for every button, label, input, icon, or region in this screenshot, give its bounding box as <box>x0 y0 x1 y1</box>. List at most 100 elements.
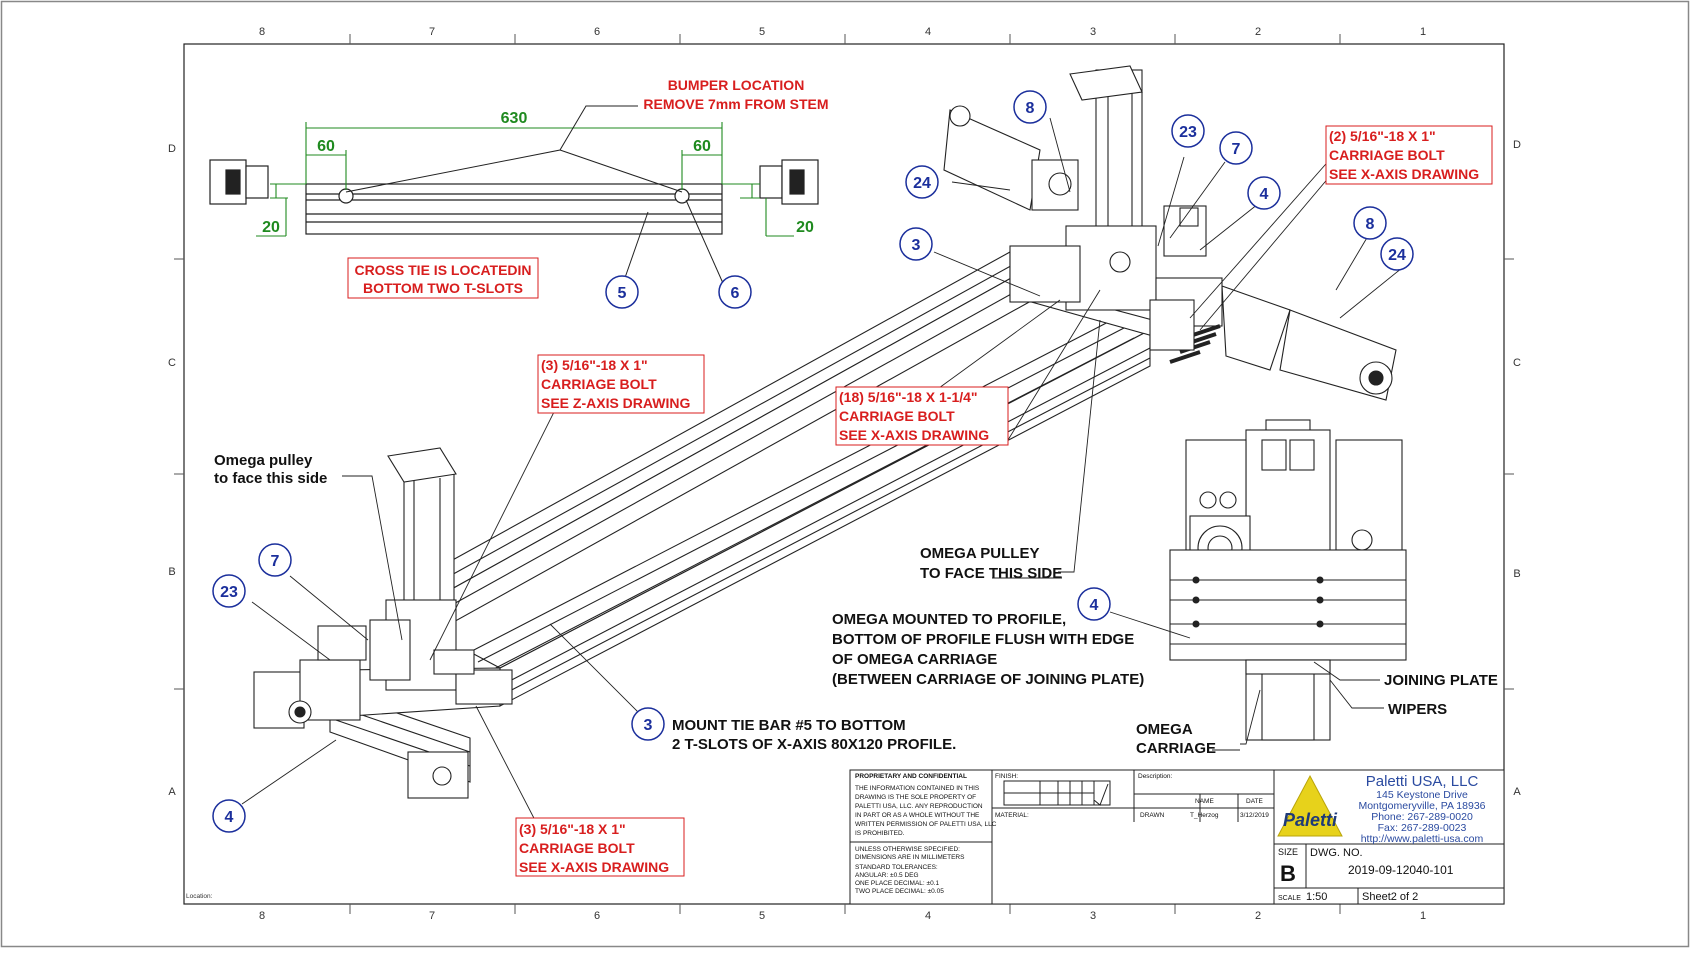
note-carriage-2-line-2: CARRIAGE BOLT <box>1329 147 1445 163</box>
tb-tolerance-title-1: UNLESS OTHERWISE SPECIFIED: <box>855 846 960 853</box>
dim-height-left-label: 20 <box>262 219 280 236</box>
title-block <box>849 769 1505 905</box>
dim-overall-label: 630 <box>501 110 528 127</box>
tb-proprietary-2: DRAWING IS THE SOLE PROPERTY OF <box>855 794 976 801</box>
balloon-4-left: 4 <box>225 809 234 826</box>
tb-sheet: Sheet2 of 2 <box>1362 891 1418 903</box>
tb-dwg-no-label: DWG. NO. <box>1310 847 1363 859</box>
tb-size-value: B <box>1280 861 1296 886</box>
note-mount-tie-1: MOUNT TIE BAR #5 TO BOTTOM <box>672 717 906 734</box>
tb-address-1: 145 Keystone Drive <box>1376 789 1468 801</box>
balloon-7-top: 7 <box>1232 141 1241 158</box>
tb-drawn-date: 3/12/2019 <box>1240 812 1269 819</box>
note-carriage-bolt-18: (18) 5/16"-18 X 1-1/4" CARRIAGE BOLT SEE… <box>835 386 1009 446</box>
note-carriage-18-line-3: SEE X-AXIS DRAWING <box>839 427 989 443</box>
bumper-note-line-1: BUMPER LOCATION <box>668 77 805 93</box>
dim-right-label: 60 <box>693 138 711 155</box>
tb-drawn-name: T_Herzog <box>1190 812 1219 819</box>
tb-date-header: DATE <box>1246 798 1264 805</box>
tb-tolerance-2: ANGULAR: ±0.5 DEG <box>855 872 919 879</box>
cross-tie-detail <box>209 159 819 235</box>
col-label-bottom-6: 6 <box>594 910 600 922</box>
note-wipers: WIPERS <box>1388 701 1447 718</box>
zone-labels: 8 7 6 5 4 3 2 1 8 7 6 5 4 3 2 1 D C B A … <box>168 26 1521 922</box>
note-joining-plate: JOINING PLATE <box>1384 672 1498 689</box>
note-carriage-3z-line-1: (3) 5/16"-18 X 1" <box>541 357 648 373</box>
cross-tie-note-line-2: BOTTOM TWO T-SLOTS <box>363 280 523 296</box>
col-label-bottom-4: 4 <box>925 910 931 922</box>
note-carriage-bolt-3x: (3) 5/16"-18 X 1" CARRIAGE BOLT SEE X-AX… <box>515 817 685 877</box>
note-omega-pulley-mid-1: OMEGA PULLEY <box>920 545 1039 562</box>
col-label-bottom-5: 5 <box>759 910 765 922</box>
tb-finish-label: FINISH: <box>995 773 1018 780</box>
row-label-right-b: B <box>1513 568 1520 580</box>
note-omega-carriage-1: OMEGA <box>1136 721 1193 738</box>
note-carriage-3x-line-2: CARRIAGE BOLT <box>519 840 635 856</box>
tb-tolerance-title-2: DIMENSIONS ARE IN MILLIMETERS <box>855 854 965 861</box>
balloon-8-top: 8 <box>1026 100 1035 117</box>
tb-scale-label: SCALE <box>1278 895 1301 902</box>
tb-tolerance-3: ONE PLACE DECIMAL: ±0.1 <box>855 880 940 887</box>
col-label-top-8: 8 <box>259 26 265 38</box>
tb-description-label: Description: <box>1138 773 1173 780</box>
tb-address-2: Montgomeryville, PA 18936 <box>1358 800 1485 812</box>
tb-size-label: SIZE <box>1278 847 1298 857</box>
note-carriage-2-line-3: SEE X-AXIS DRAWING <box>1329 166 1479 182</box>
note-carriage-3z-line-2: CARRIAGE BOLT <box>541 376 657 392</box>
balloon-3-bottom: 3 <box>644 717 653 734</box>
note-omega-pulley-left-2: to face this side <box>214 470 327 487</box>
cross-tie-note: CROSS TIE IS LOCATEDIN BOTTOM TWO T-SLOT… <box>347 257 539 299</box>
black-notes: Omega pulley to face this side OMEGA PUL… <box>214 452 1498 757</box>
gantry-assembly <box>253 65 1397 799</box>
balloon-3-top: 3 <box>912 237 921 254</box>
tb-dwg-no: 2019-09-12040-101 <box>1348 863 1454 877</box>
balloon-6: 6 <box>731 285 740 302</box>
balloon-8-right: 8 <box>1366 216 1375 233</box>
note-omega-mounted-4: (BETWEEN CARRIAGE OF JOINING PLATE) <box>832 671 1144 688</box>
note-carriage-2-line-1: (2) 5/16"-18 X 1" <box>1329 128 1436 144</box>
col-label-top-4: 4 <box>925 26 931 38</box>
col-label-top-1: 1 <box>1420 26 1426 38</box>
balloon-24-right: 24 <box>1388 247 1406 264</box>
note-omega-pulley-mid-2: TO FACE THIS SIDE <box>920 565 1062 582</box>
note-omega-mounted-3: OF OMEGA CARRIAGE <box>832 651 997 668</box>
tb-name-header: NAME <box>1195 798 1214 805</box>
paletti-logo: Paletti <box>1277 774 1343 837</box>
tb-company: Paletti USA, LLC <box>1366 773 1479 790</box>
balloon-labels: 5 6 8 24 23 7 4 3 8 24 7 23 4 3 4 <box>220 100 1406 826</box>
row-label-left-d: D <box>168 143 176 155</box>
tb-website: http://www.paletti-usa.com <box>1361 833 1484 845</box>
tb-proprietary-6: IS PROHIBITED. <box>855 830 905 837</box>
bumper-note: BUMPER LOCATION REMOVE 7mm FROM STEM <box>643 77 828 112</box>
bumper-note-line-2: REMOVE 7mm FROM STEM <box>643 96 828 112</box>
row-label-right-d: D <box>1513 139 1521 151</box>
detail-dimensions <box>256 122 794 237</box>
note-carriage-bolt-2: (2) 5/16"-18 X 1" CARRIAGE BOLT SEE X-AX… <box>1325 125 1493 185</box>
tb-proprietary-5: WRITTEN PERMISSION OF PALETTI USA, LLC <box>855 821 997 828</box>
note-omega-mounted-1: OMEGA MOUNTED TO PROFILE, <box>832 611 1066 628</box>
col-label-bottom-2: 2 <box>1255 910 1261 922</box>
title-block-text: PROPRIETARY AND CONFIDENTIAL THE INFORMA… <box>855 773 1269 895</box>
row-label-left-a: A <box>168 786 176 798</box>
note-carriage-18-line-1: (18) 5/16"-18 X 1-1/4" <box>839 389 978 405</box>
col-label-top-3: 3 <box>1090 26 1096 38</box>
balloon-7-left: 7 <box>271 553 280 570</box>
dim-height-right-label: 20 <box>796 219 814 236</box>
tb-proprietary-4: IN PART OR AS A WHOLE WITHOUT THE <box>855 812 980 819</box>
tb-fax: Fax: 267-289-0023 <box>1378 822 1467 834</box>
tb-scale-value: 1:50 <box>1306 891 1327 903</box>
note-carriage-bolt-3z: (3) 5/16"-18 X 1" CARRIAGE BOLT SEE Z-AX… <box>537 354 705 414</box>
balloon-circles <box>212 90 1414 833</box>
tb-tolerance-1: STANDARD TOLERANCES: <box>855 864 938 871</box>
note-carriage-3z-line-3: SEE Z-AXIS DRAWING <box>541 395 690 411</box>
zone-ticks <box>174 34 1514 914</box>
row-label-left-b: B <box>168 566 175 578</box>
detail-dimension-labels: 630 60 60 20 20 <box>262 110 814 236</box>
col-label-top-7: 7 <box>429 26 435 38</box>
note-mount-tie-2: 2 T-SLOTS OF X-AXIS 80X120 PROFILE. <box>672 736 956 753</box>
col-label-top-6: 6 <box>594 26 600 38</box>
col-label-bottom-7: 7 <box>429 910 435 922</box>
col-label-top-5: 5 <box>759 26 765 38</box>
